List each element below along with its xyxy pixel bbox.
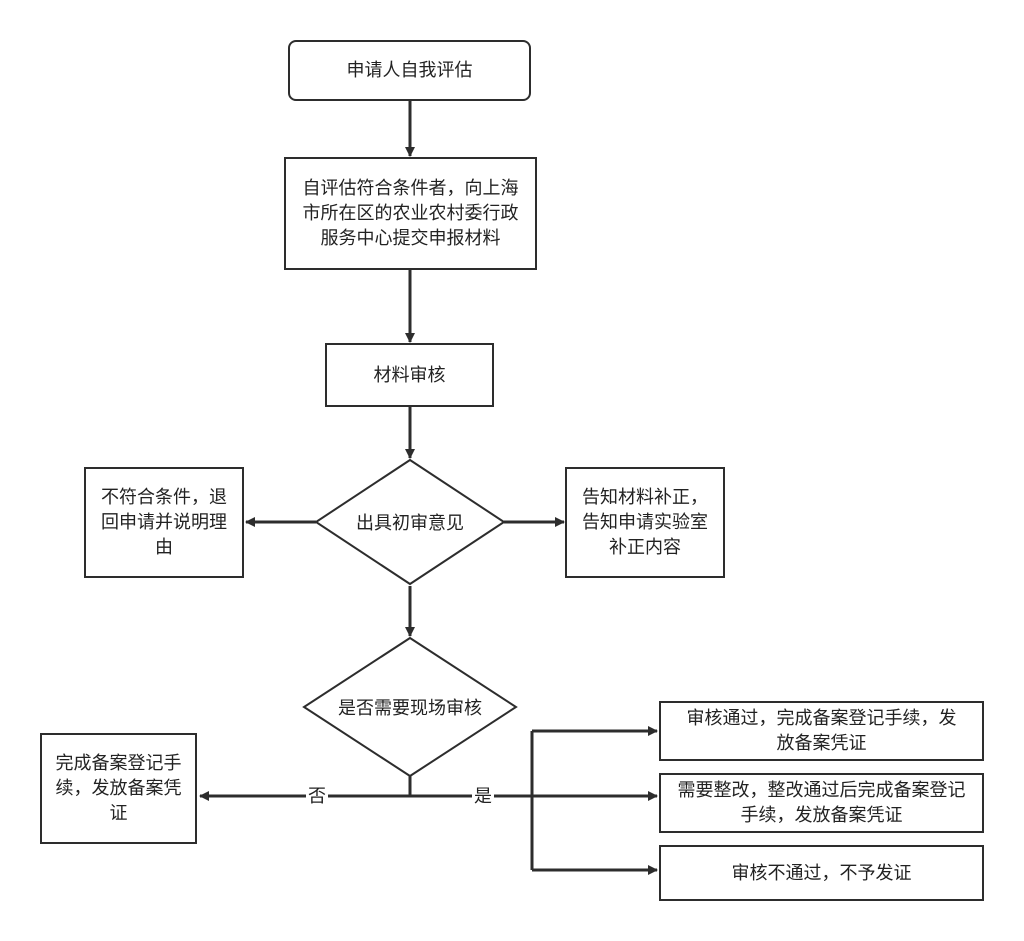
decision-label-opinion: 出具初审意见 xyxy=(356,513,464,534)
edge-label-no: 否 xyxy=(306,786,328,807)
node-self-assessment: 申请人自我评估 xyxy=(288,40,531,101)
decision-label-onsite: 是否需要现场审核 xyxy=(338,698,482,719)
node-fail-no-cert: 审核不通过，不予发证 xyxy=(659,845,984,901)
decision-diamond-onsite xyxy=(302,636,518,778)
node-complete-no-onsite: 完成备案登记手续，发放备案凭证 xyxy=(40,733,197,844)
node-material-review: 材料审核 xyxy=(325,343,494,407)
edge-label-yes: 是 xyxy=(472,786,494,807)
decision-diamond-opinion xyxy=(314,458,506,586)
node-reject-return: 不符合条件，退回申请并说明理由 xyxy=(84,467,244,578)
node-supplement-notice: 告知材料补正，告知申请实验室补正内容 xyxy=(565,467,725,578)
node-pass-complete: 审核通过，完成备案登记手续，发放备案凭证 xyxy=(659,701,984,761)
node-submit-materials: 自评估符合条件者，向上海市所在区的农业农村委行政服务中心提交申报材料 xyxy=(284,157,537,270)
node-rectify-complete: 需要整改，整改通过后完成备案登记手续，发放备案凭证 xyxy=(659,773,984,833)
